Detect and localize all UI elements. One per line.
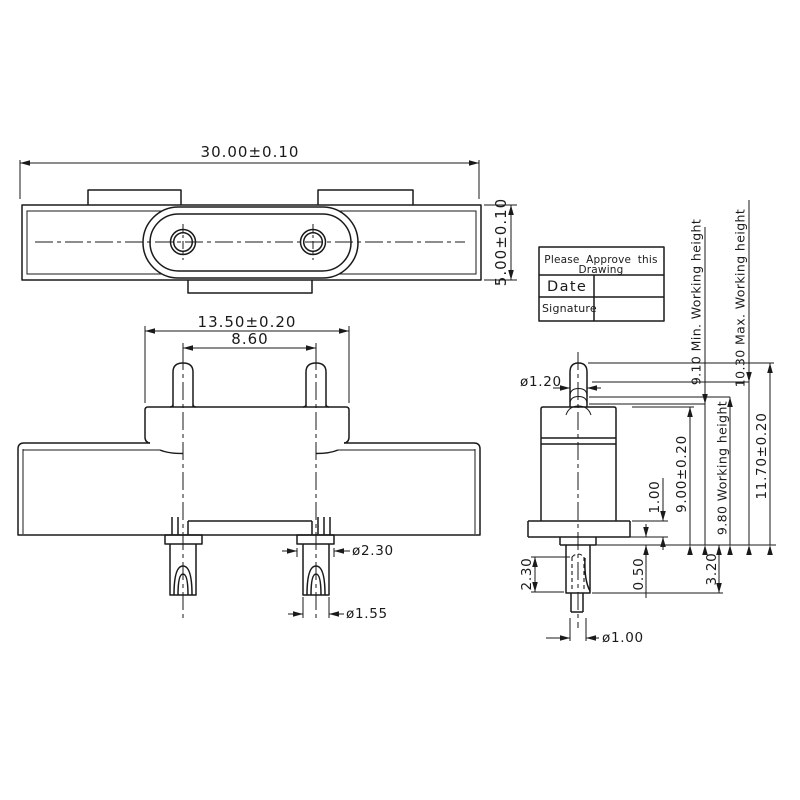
front-center-block <box>144 406 350 437</box>
dim-max-working-height: 10.30 Max. Working height <box>733 209 748 387</box>
dim-free-height: 11.70±0.20 <box>754 412 770 499</box>
dim-plunger-dia: ø1.20 <box>520 374 562 390</box>
front-leg-roots <box>171 517 331 535</box>
dim-tail-dia: ø1.00 <box>602 630 644 646</box>
dim-body-height: 9.00±0.20 <box>674 435 690 513</box>
dim-fork-slot-depth: 2.30 <box>519 558 535 591</box>
dim-leg-shoulder-dia: ø2.30 <box>352 543 394 559</box>
dim-working-height: 9.80 Working height <box>715 401 730 535</box>
approval-table-grid <box>539 274 664 321</box>
side-tail-hidden-slot <box>571 553 585 592</box>
dim-overall-depth: 5.00±0.10 <box>492 198 510 286</box>
top-view-dimension-lines <box>19 160 517 281</box>
approval-header-line2: Drawing <box>578 264 623 276</box>
approval-header-line1: Please Approve this <box>544 254 657 266</box>
front-base-outline <box>17 442 481 536</box>
side-shoulder-ears <box>527 520 631 538</box>
approval-date-label: Date <box>547 279 587 295</box>
front-view: 13.50±0.20 8.60 ø2.30 ø1.55 <box>17 313 481 622</box>
approval-table-border <box>538 246 665 322</box>
front-bottom-channel <box>187 520 313 535</box>
approval-table: Please Approve this Drawing Date Signatu… <box>538 246 665 322</box>
dim-shoulder-step: 1.00 <box>647 481 663 514</box>
side-tail-fork-curve <box>584 557 591 592</box>
front-leg-bodies <box>169 544 330 596</box>
dim-min-working-height: 9.10 Min. Working height <box>689 219 704 385</box>
side-extension-lines <box>531 362 776 641</box>
dim-overall-width: 30.00±0.10 <box>201 143 300 161</box>
front-base-fillets <box>144 436 350 455</box>
top-view: 30.00±0.10 5.00±0.10 <box>19 143 517 294</box>
dim-tail-length: 3.20 <box>704 553 720 586</box>
dim-flange-width: 13.50±0.20 <box>198 313 297 331</box>
front-plunger-pins <box>169 362 330 408</box>
top-view-outline <box>21 189 482 294</box>
dim-leg-fork-dia: ø1.55 <box>346 606 388 622</box>
side-view: ø1.20 9.00±0.20 9.10 Min. Working height… <box>519 200 776 646</box>
front-centerlines <box>182 352 317 622</box>
front-base-inner-edges <box>22 449 476 534</box>
dim-pin-pitch: 8.60 <box>231 330 268 348</box>
front-leg-shoulders <box>164 534 335 545</box>
approval-signature-label: Signature <box>542 302 597 315</box>
dim-plate-thickness: 0.50 <box>631 558 647 591</box>
